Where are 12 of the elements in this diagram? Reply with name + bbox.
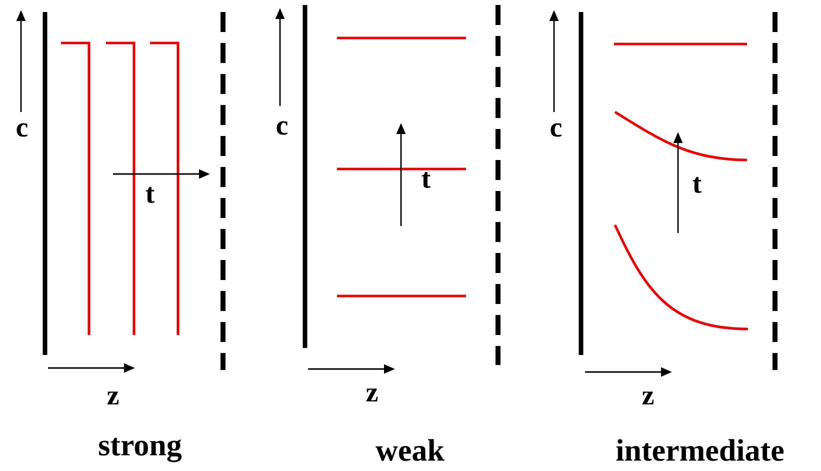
axis-label: t <box>146 186 155 204</box>
axis-label: z <box>107 392 119 404</box>
axis-label: z <box>366 388 378 402</box>
panel-caption: intermediate <box>616 439 784 461</box>
panel-caption: strong <box>99 438 182 462</box>
axis-label: c <box>16 123 28 137</box>
axis-label: c <box>276 121 288 135</box>
axis-label: z <box>642 392 654 404</box>
axis-label: t <box>422 172 431 188</box>
axis-label: t <box>692 176 702 194</box>
panel-caption: weak <box>376 439 444 461</box>
axis-label: c <box>550 123 562 137</box>
